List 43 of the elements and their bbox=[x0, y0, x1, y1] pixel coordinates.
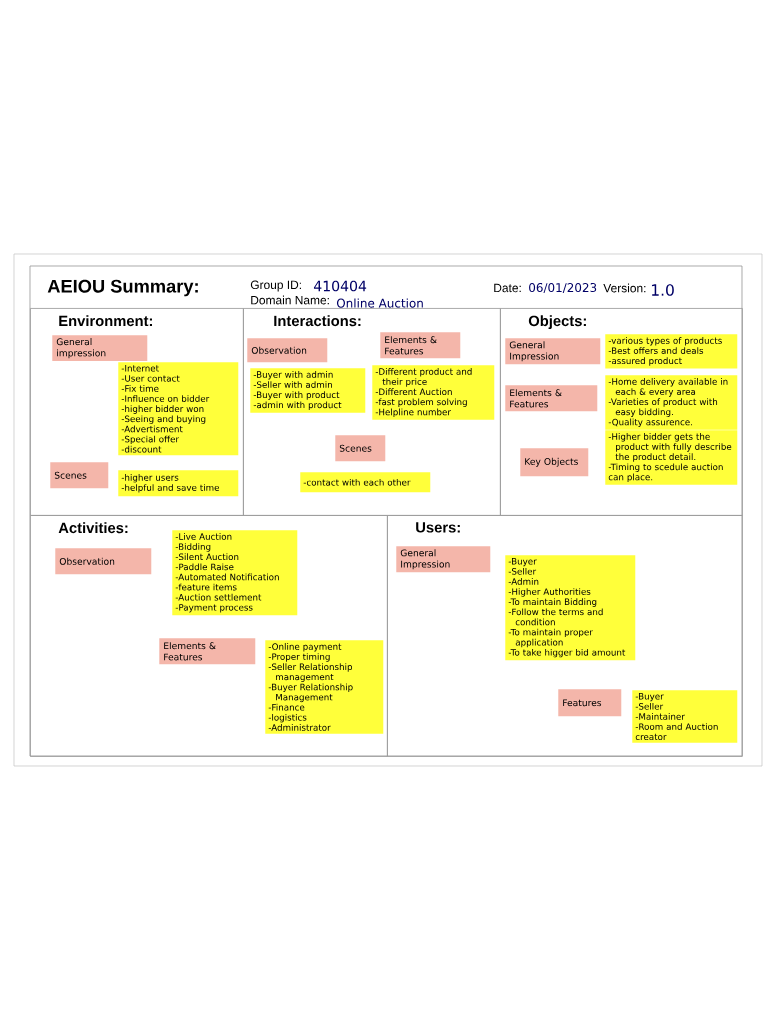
section-panel bbox=[30, 515, 388, 757]
header-value: 410404 bbox=[313, 280, 367, 292]
section-panel bbox=[387, 515, 743, 757]
sticky-note: Elements & Features bbox=[505, 385, 598, 412]
sticky-note: -Live Auction -Bidding -Silent Auction -Paddle Raise -Automated Notification -feature items -Auction settlement -Payment process bbox=[172, 530, 298, 616]
sticky-note: Scenes bbox=[335, 435, 386, 462]
section-panel bbox=[243, 308, 501, 516]
sticky-note: Elements & Features bbox=[159, 638, 256, 665]
sticky-note: Elements & Features bbox=[380, 332, 461, 359]
sticky-note: -Different product and their price -Different Auction -fast problem solving -Helpline number bbox=[372, 365, 495, 420]
header-label: Group ID: bbox=[250, 280, 301, 292]
sticky-note: General Impression bbox=[505, 338, 601, 365]
header-value: 06/01/2023 bbox=[529, 283, 597, 293]
sticky-note: Scenes bbox=[50, 462, 109, 489]
sticky-note: -contact with each other bbox=[300, 472, 431, 493]
section-heading: Activities: bbox=[58, 522, 128, 534]
sticky-note: Observation bbox=[247, 338, 328, 363]
sticky-note: -higher users -helpful and save time bbox=[118, 470, 239, 497]
sticky-note: -Buyer -Seller -Maintainer -Room and Auction creator bbox=[632, 690, 738, 743]
sticky-note: -Internet -User contact -Fix time -Influence on bidder -higher bidder won -Seeing and buying -Advertisment -Special offer -discount bbox=[118, 362, 239, 456]
section-heading: Environment: bbox=[59, 315, 152, 327]
sticky-note: -Higher bidder gets the product with fully describe the product detail. -Timing to scedule auction can place. bbox=[605, 430, 738, 485]
sticky-note: General Impression bbox=[396, 546, 491, 573]
sticky-note: Key Objects bbox=[520, 448, 589, 477]
sticky-note: -Buyer -Seller -Admin -Higher Authorities -To maintain Bidding -Follow the terms and condition -To maintain proper application -To take higger bid amount bbox=[505, 555, 636, 661]
header-label: Date: bbox=[494, 283, 521, 293]
sticky-note: Features bbox=[558, 689, 622, 717]
section-heading: Users: bbox=[416, 522, 460, 533]
section-panel bbox=[30, 308, 244, 516]
section-panel bbox=[500, 308, 743, 516]
header-label: Domain Name: bbox=[251, 295, 329, 305]
header-label: Version: bbox=[603, 283, 646, 293]
header-value: 1.0 bbox=[652, 284, 674, 296]
sticky-note: General impression bbox=[52, 335, 148, 361]
sticky-note: -Online payment -Proper timing -Seller Relationship management -Buyer Relationship Management -Finance -logistics -Administrator bbox=[265, 640, 384, 734]
sticky-note: -various types of products -Best offers and deals -assured product bbox=[605, 334, 738, 369]
header-value: Online Auction bbox=[336, 298, 423, 308]
sticky-note: Observation bbox=[55, 548, 152, 575]
section-heading: Interactions: bbox=[274, 315, 361, 327]
section-heading: Objects: bbox=[528, 315, 586, 330]
sticky-note: -Home delivery available in each & every area -Varieties of product with easy bidding. -Quality assurence. bbox=[605, 375, 738, 430]
title: AEIOU Summary: bbox=[47, 279, 198, 297]
sticky-note: -Buyer with admin -Seller with admin -Buyer with product -admin with product bbox=[250, 368, 366, 413]
